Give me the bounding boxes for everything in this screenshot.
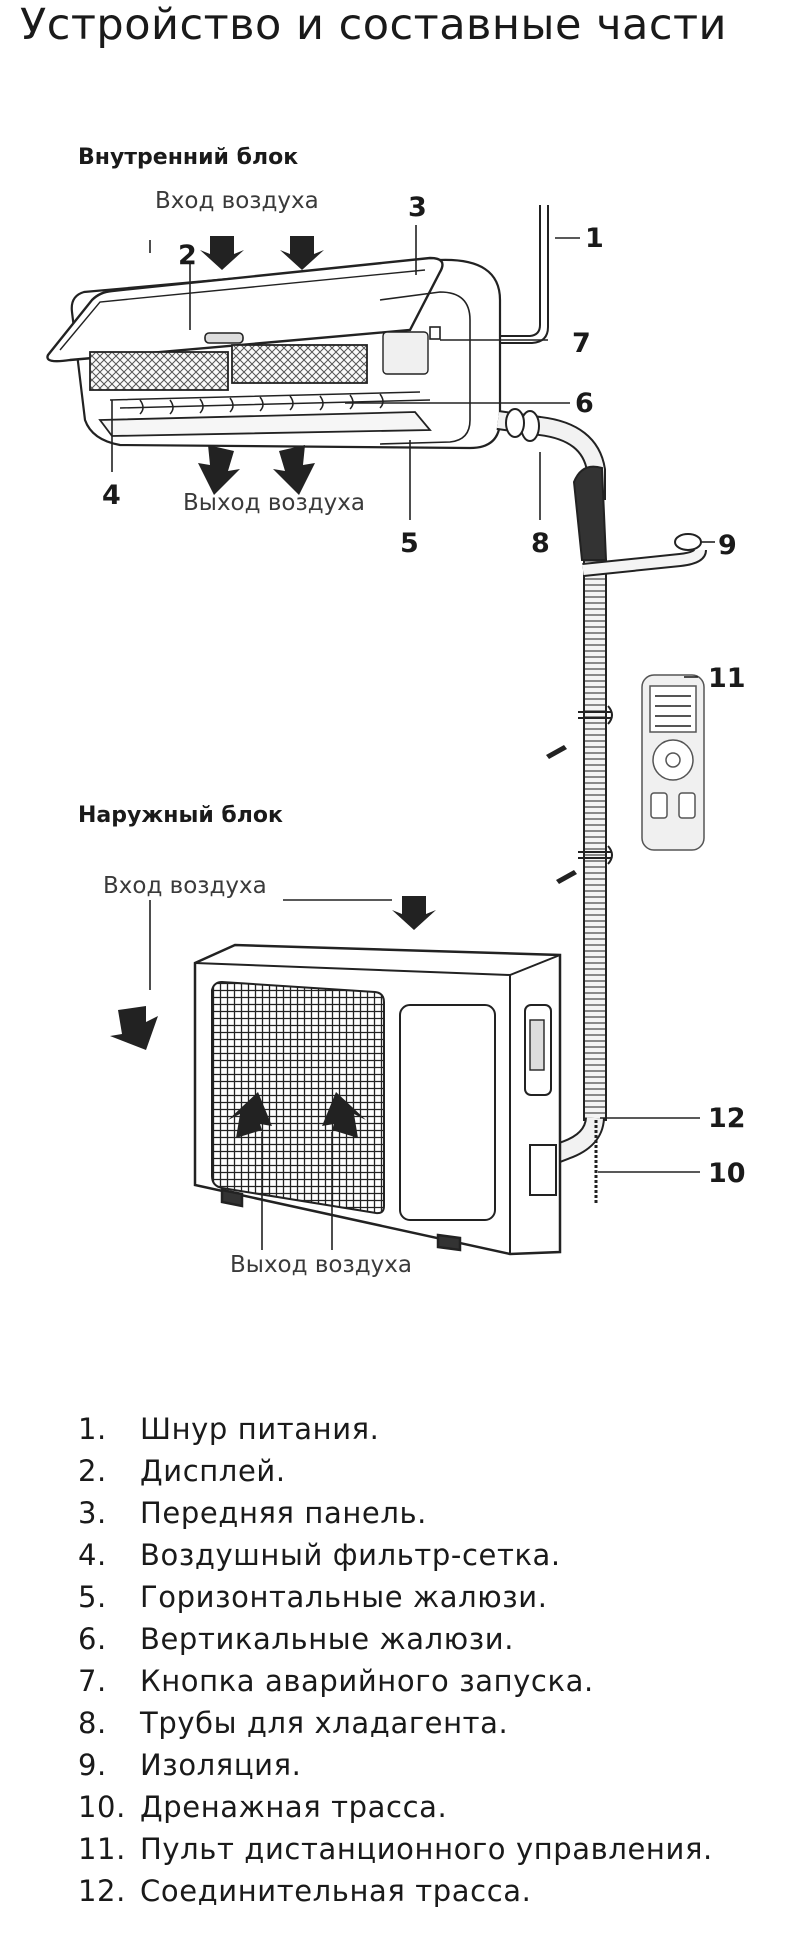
horizontal-louvers [98,411,432,437]
indoor-air-out-label: Выход воздуха [183,490,365,516]
legend-number: 2. [78,1454,107,1488]
outdoor-air-out-arrows [228,1092,366,1138]
air-conditioner-diagram [46,205,715,1256]
outdoor-unit [193,943,562,1256]
legend-item: 1. Шнур питания. [78,1408,713,1450]
legend-text: Трубы для хладагента. [140,1706,509,1740]
indoor-air-out-arrows [198,445,315,495]
outdoor-air-out-label: Выход воздуха [230,1252,412,1278]
legend-number: 8. [78,1706,107,1740]
legend-number: 3. [78,1496,107,1530]
legend-item: 9. Изоляция. [78,1744,713,1786]
callout-3: 3 [408,192,427,223]
callout-10: 10 [708,1158,746,1189]
remote-control [641,674,705,851]
parts-legend: 1. Шнур питания. 2. Дисплей. 3. Передняя па… [78,1408,713,1912]
callout-2: 2 [178,240,197,271]
power-cord [500,205,549,344]
legend-item: 11. Пульт дистанционного управления. [78,1828,713,1870]
wall-screws [546,745,577,884]
legend-number: 12. [78,1874,126,1908]
legend-item: 3. Передняя панель. [78,1492,713,1534]
legend-text: Горизонтальные жалюзи. [140,1580,548,1614]
legend-text: Соединительная трасса. [140,1874,532,1908]
display [204,332,244,344]
vertical-louvers [109,391,431,409]
legend-text: Воздушный фильтр-сетка. [140,1538,561,1572]
legend-number: 7. [78,1664,107,1698]
callout-5: 5 [400,528,419,559]
outdoor-unit-heading: Наружный блок [78,803,283,828]
legend-number: 10. [78,1790,126,1824]
legend-item: 5. Горизонтальные жалюзи. [78,1576,713,1618]
page-title: Устройство и составные части [20,0,727,50]
legend-text: Пульт дистанционного управления. [140,1832,713,1866]
legend-number: 6. [78,1622,107,1656]
callout-7: 7 [572,328,591,359]
legend-item: 10. Дренажная трасса. [78,1786,713,1828]
connecting-hose [496,408,707,1205]
front-panel [46,256,444,363]
callout-12: 12 [708,1103,746,1134]
legend-number: 11. [78,1832,126,1866]
legend-item: 2. Дисплей. [78,1450,713,1492]
legend-item: 12. Соединительная трасса. [78,1870,713,1912]
callout-6: 6 [575,388,594,419]
legend-item: 6. Вертикальные жалюзи. [78,1618,713,1660]
legend-text: Вертикальные жалюзи. [140,1622,515,1656]
outdoor-air-in-arrows [110,896,436,1050]
indoor-unit [46,256,502,450]
indoor-air-in-arrows [200,236,324,270]
legend-number: 9. [78,1748,107,1782]
legend-text: Кнопка аварийного запуска. [140,1664,594,1698]
callout-1: 1 [585,223,604,254]
legend-text: Изоляция. [140,1748,302,1782]
leader-lines [111,225,715,1250]
callout-8: 8 [531,528,550,559]
legend-text: Дисплей. [140,1454,286,1488]
legend-text: Шнур питания. [140,1412,380,1446]
indoor-air-in-label: Вход воздуха [155,188,319,214]
callout-9: 9 [718,530,737,561]
callout-4: 4 [102,480,121,511]
legend-text: Дренажная трасса. [140,1790,448,1824]
legend-number: 5. [78,1580,107,1614]
legend-number: 4. [78,1538,107,1572]
legend-number: 1. [78,1412,107,1446]
air-filter-mesh [89,351,229,391]
legend-text: Передняя панель. [140,1496,427,1530]
legend-item: 4. Воздушный фильтр-сетка. [78,1534,713,1576]
legend-item: 7. Кнопка аварийного запуска. [78,1660,713,1702]
legend-item: 8. Трубы для хладагента. [78,1702,713,1744]
indoor-unit-heading: Внутренний блок [78,145,299,170]
emergency-button [429,326,441,340]
outdoor-air-in-label: Вход воздуха [103,873,267,899]
callout-11: 11 [708,663,746,694]
fan-grill [211,980,385,1215]
